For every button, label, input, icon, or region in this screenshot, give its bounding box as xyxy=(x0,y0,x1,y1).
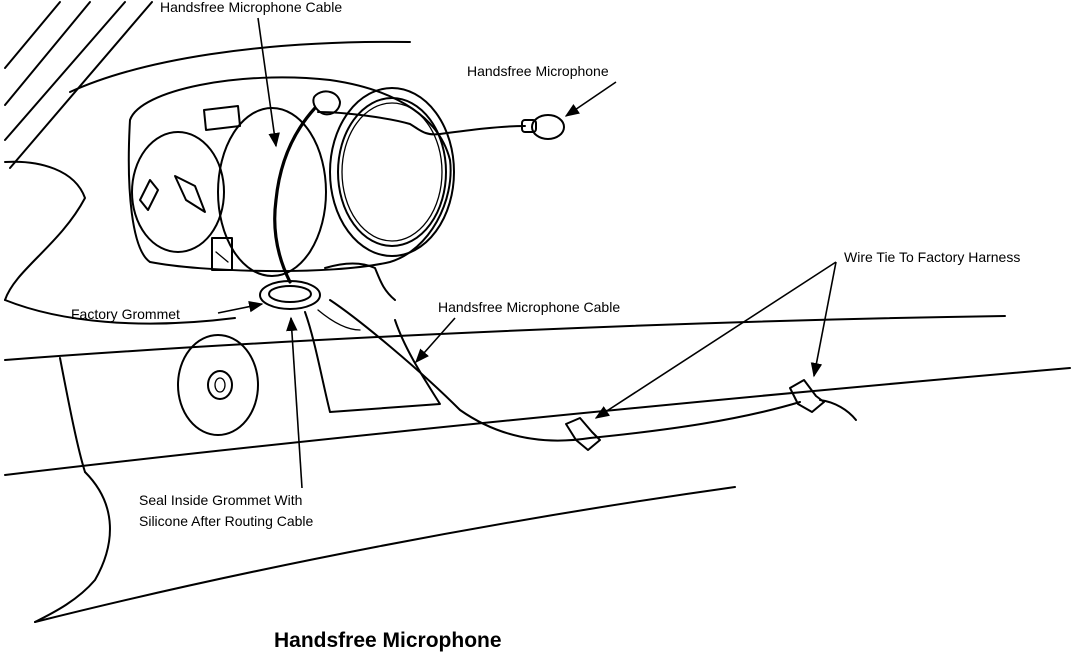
leader-arrows xyxy=(217,17,837,489)
arrow-wire-tie-2 xyxy=(810,261,837,378)
gauge-cluster xyxy=(131,87,455,277)
arrow-cable-top xyxy=(257,17,280,148)
grommet-and-ignition xyxy=(177,280,441,436)
microphone-cable xyxy=(273,106,857,442)
label-factory-grommet: Factory Grommet xyxy=(71,306,180,322)
microphone-head xyxy=(521,114,565,140)
label-seal-line2: Silicone After Routing Cable xyxy=(139,513,314,529)
label-wire-tie: Wire Tie To Factory Harness xyxy=(844,249,1020,265)
arrow-microphone xyxy=(564,81,617,117)
arrow-cable-mid xyxy=(415,317,456,364)
wire-ties xyxy=(565,379,825,451)
label-seal-line1: Seal Inside Grommet With xyxy=(139,492,302,508)
dashboard-outline xyxy=(4,40,1071,623)
diagram-title: Handsfree Microphone xyxy=(274,629,502,652)
label-cable-mid: Handsfree Microphone Cable xyxy=(438,299,620,315)
arrow-wire-tie-1 xyxy=(594,261,837,419)
label-microphone: Handsfree Microphone xyxy=(467,63,609,79)
arrow-grommet xyxy=(217,300,264,314)
arrow-seal xyxy=(286,316,303,489)
label-cable-top: Handsfree Microphone Cable xyxy=(160,0,342,15)
windshield-hatching xyxy=(4,1,153,169)
